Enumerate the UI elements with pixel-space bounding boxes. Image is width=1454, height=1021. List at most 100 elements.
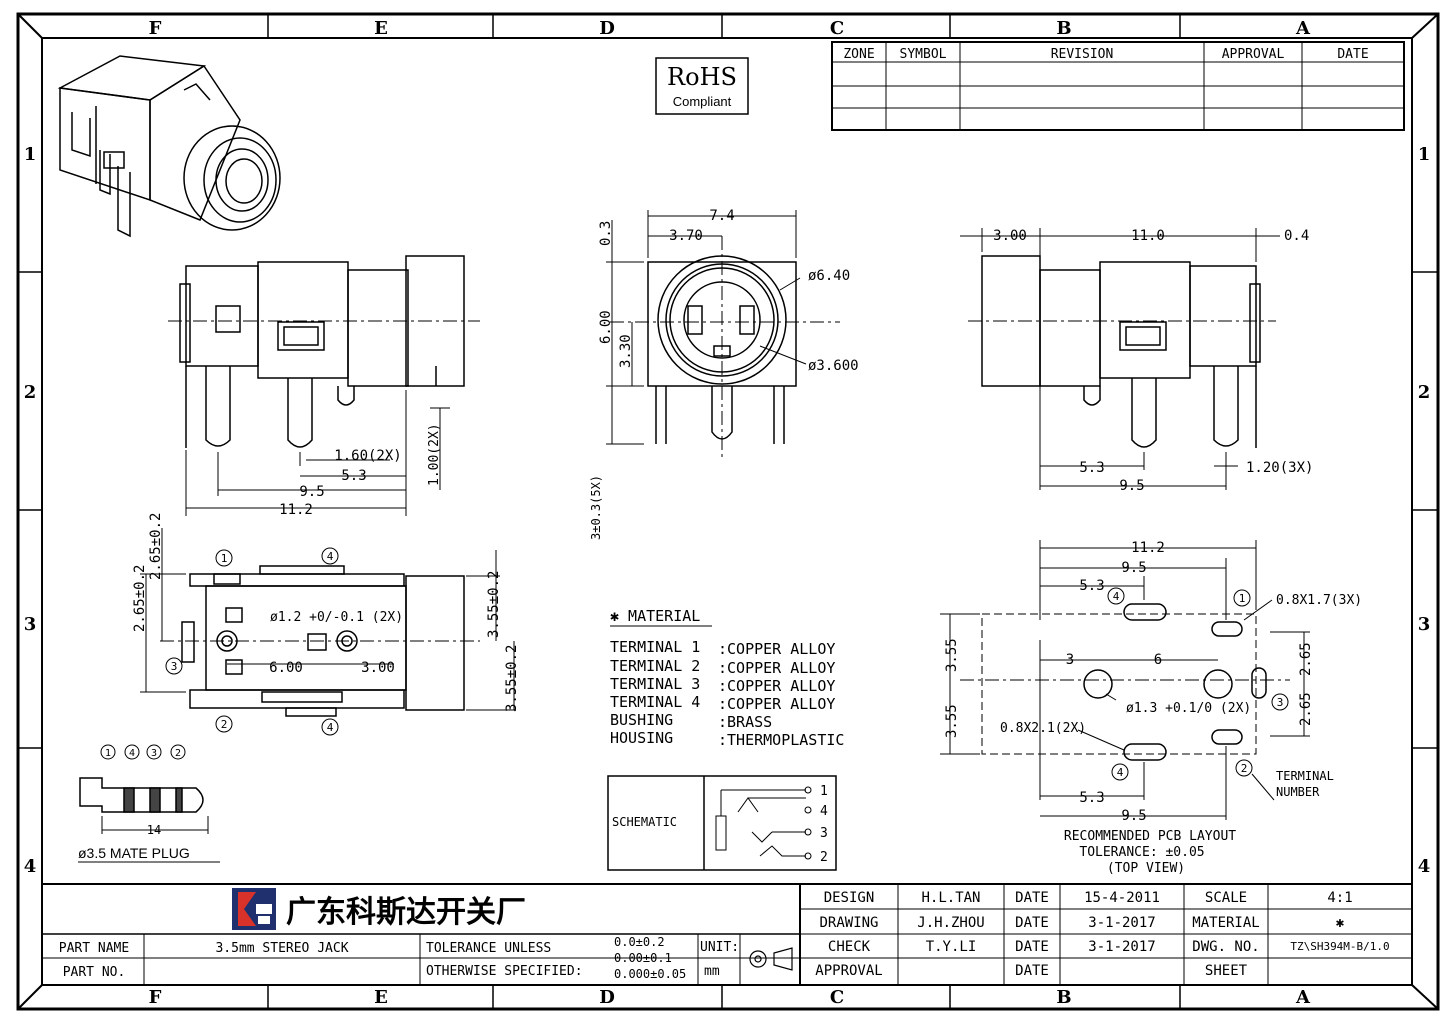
- dim-label: 2.65: [1298, 642, 1314, 676]
- block-key-material: MATERIAL: [1192, 915, 1259, 931]
- material-part: HOUSING: [610, 729, 673, 747]
- block-date-label: DATE: [1015, 963, 1049, 979]
- block-label-drawing: DRAWING: [819, 915, 878, 931]
- plug-label: ø3.5 MATE PLUG: [78, 845, 190, 861]
- terminal-number: 4: [327, 721, 334, 734]
- dim-label: 6.00: [598, 310, 614, 344]
- border-frame: [16, 12, 1440, 1011]
- schematic-label: SCHEMATIC: [612, 815, 677, 829]
- terminal-number: 3: [171, 660, 178, 673]
- dim-label: 2.65±0.2: [132, 565, 148, 632]
- material-part: TERMINAL 1: [610, 638, 700, 656]
- pcb-view-note: (TOP VIEW): [1107, 861, 1185, 876]
- tolerance-value: 0.000±0.05: [614, 967, 686, 981]
- rohs-text: RoHS: [667, 63, 737, 91]
- block-date-label: DATE: [1015, 890, 1049, 906]
- tolerance-value: 0.0±0.2: [614, 935, 665, 949]
- material-part: TERMINAL 2: [610, 657, 700, 675]
- block-value-dwg-no: TZ\SH394M-B/1.0: [1290, 940, 1389, 953]
- unit-value: mm: [704, 964, 720, 979]
- block-name: J.H.ZHOU: [917, 915, 984, 931]
- col-label: E: [374, 18, 388, 39]
- schematic-pin: 2: [820, 850, 828, 865]
- material-value: :COPPER ALLOY: [718, 677, 835, 695]
- dim-label: 0.8X1.7(3X): [1276, 593, 1362, 608]
- row-label: 1: [1418, 144, 1431, 165]
- col-label: A: [1295, 18, 1311, 39]
- terminal-number-label: NUMBER: [1276, 785, 1320, 799]
- dim-label: 3.00: [993, 228, 1027, 244]
- material-value: :COPPER ALLOY: [718, 695, 835, 713]
- col-label: C: [830, 18, 844, 39]
- dim-label: 9.5: [299, 484, 324, 500]
- dim-label: 9.5: [1119, 478, 1144, 494]
- part-no-label: PART NO.: [63, 965, 126, 980]
- dim-label: 3: [1066, 652, 1074, 668]
- tolerance-label: OTHERWISE SPECIFIED:: [426, 964, 583, 979]
- block-key-sheet: SHEET: [1205, 963, 1248, 979]
- col-label: E: [374, 987, 388, 1008]
- block-key-dwg-no: DWG. NO.: [1192, 939, 1259, 955]
- dim-label: 1.00(2X): [427, 423, 442, 486]
- col-label: D: [599, 18, 615, 39]
- row-label: 4: [24, 856, 37, 877]
- col-label: B: [1056, 987, 1071, 1008]
- dim-label: 0.8X2.1(2X): [1000, 721, 1086, 736]
- front-view: 7.4 3.70 0.3 6.00 3.30 ø6.40 ø3.600 3±0.…: [589, 208, 859, 540]
- terminal-number: 4: [1113, 590, 1120, 603]
- block-value-material: ✱: [1336, 915, 1345, 931]
- schematic-pin: 4: [820, 804, 828, 819]
- dim-label: 3.30: [618, 334, 634, 368]
- dim-label: 3.00: [361, 660, 395, 676]
- column-labels-bottom: F E D C B A: [149, 987, 1311, 1008]
- dim-label: 3.70: [669, 228, 703, 244]
- row-label: 1: [24, 144, 37, 165]
- block-value-scale: 4:1: [1327, 890, 1352, 906]
- revision-table: ZONE SYMBOL REVISION APPROVAL DATE: [831, 41, 1405, 131]
- row-label: 2: [24, 382, 37, 403]
- col-label: C: [830, 987, 844, 1008]
- schematic-symbol: [715, 786, 812, 860]
- terminal-number: 1: [1239, 592, 1246, 605]
- pcb-tolerance: TOLERANCE: ±0.05: [1079, 845, 1204, 860]
- row-label: 3: [24, 614, 37, 635]
- terminal-number: 2: [221, 718, 228, 731]
- dim-label: ø3.600: [808, 358, 859, 374]
- part-name-label: PART NAME: [59, 941, 129, 956]
- dim-label: 5.3: [1079, 578, 1104, 594]
- dim-label: ø6.40: [808, 268, 850, 284]
- material-value: :BRASS: [718, 713, 772, 731]
- dim-label: 2.65±0.2: [148, 513, 164, 580]
- material-value: :THERMOPLASTIC: [718, 731, 844, 749]
- pcb-caption: RECOMMENDED PCB LAYOUT: [1064, 829, 1236, 844]
- col-label: B: [1056, 18, 1071, 39]
- plug-contact-number: 3: [151, 748, 157, 759]
- schematic-pin: 3: [820, 826, 828, 841]
- material-list: ✱ MATERIAL TERMINAL 1 :COPPER ALLOY TERM…: [610, 607, 844, 749]
- dim-label: 1.60(2X): [334, 448, 401, 464]
- material-part: TERMINAL 3: [610, 675, 700, 693]
- col-label: F: [149, 987, 162, 1008]
- top-view: 2.65±0.2 2.65±0.2 ø1.2 +0/-0.1 (2X) 6.00…: [132, 513, 520, 736]
- terminal-number: 4: [327, 550, 334, 563]
- plug-contact-number: 1: [105, 748, 111, 759]
- dim-label: ø1.2 +0/-0.1 (2X): [270, 610, 403, 625]
- company-logo: [232, 888, 276, 930]
- dim-label: 11.2: [1131, 540, 1165, 556]
- company-name: 广东科斯达开关厂: [286, 895, 526, 929]
- block-key-scale: SCALE: [1205, 890, 1247, 906]
- plug-contact-number: 4: [129, 748, 135, 759]
- row-labels-left: 1 2 3 4: [24, 144, 37, 877]
- schematic-pin: 1: [820, 784, 828, 799]
- pcb-layout: 11.2 9.5 5.3 0.8X1.7(3X) 3.55 3 6 2.65 ø…: [940, 540, 1362, 876]
- isometric-view: [57, 55, 281, 238]
- dim-label: 6: [1154, 652, 1162, 668]
- block-name: T.Y.LI: [926, 939, 977, 955]
- projection-symbol-icon: [749, 947, 793, 971]
- part-name-value: 3.5mm STEREO JACK: [215, 941, 348, 956]
- rohs-compliant: Compliant: [673, 94, 732, 109]
- dim-label: 7.4: [709, 208, 734, 224]
- row-label: 4: [1418, 856, 1431, 877]
- material-value: :COPPER ALLOY: [718, 659, 835, 677]
- tolerance-value: 0.00±0.1: [614, 951, 672, 965]
